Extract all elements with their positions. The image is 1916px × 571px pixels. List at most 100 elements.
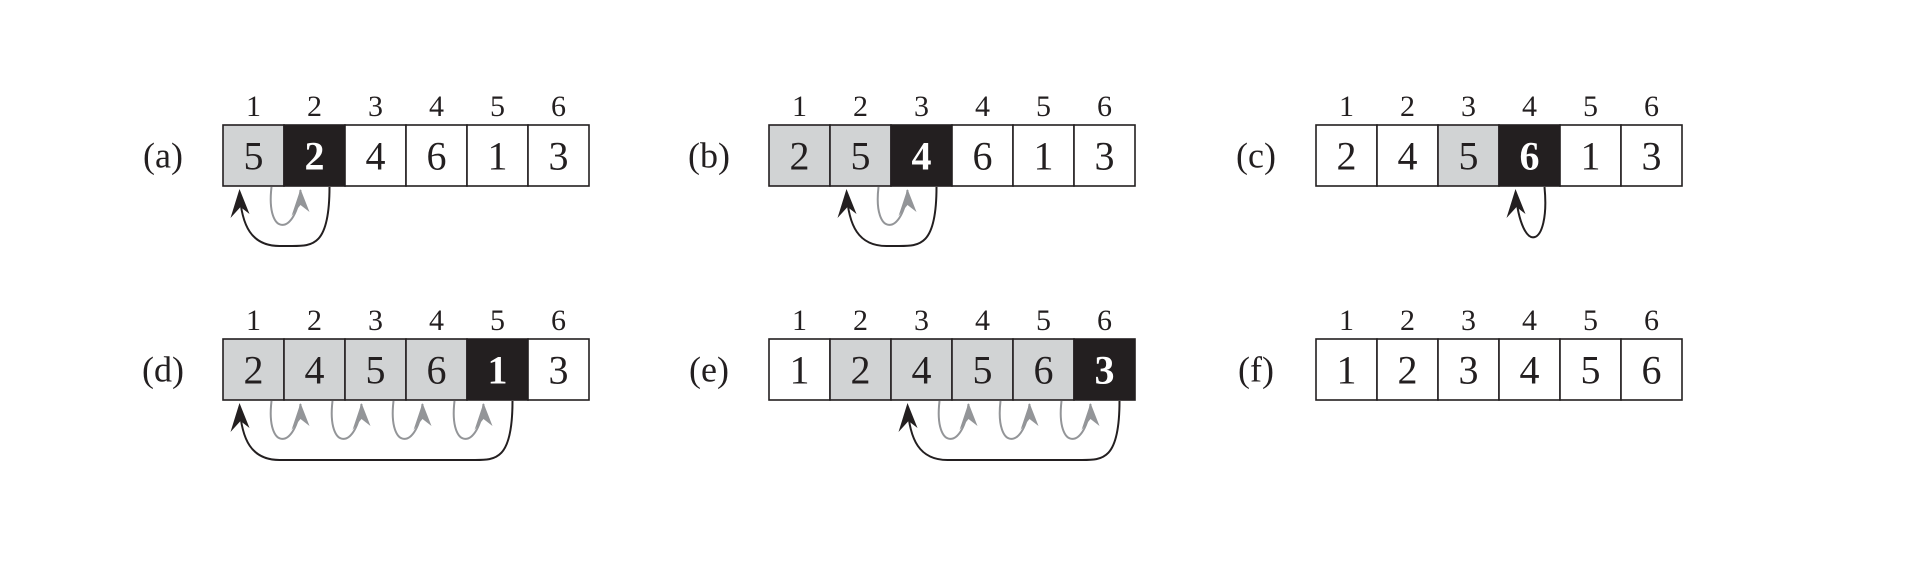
index-label: 4 xyxy=(975,90,990,123)
shift-arrowhead xyxy=(898,189,917,216)
cell-value: 5 xyxy=(973,348,993,393)
index-label: 3 xyxy=(368,90,383,123)
cell-value: 1 xyxy=(488,348,508,393)
index-label: 4 xyxy=(429,90,444,123)
array-cell xyxy=(527,338,590,401)
array-cell xyxy=(344,124,407,187)
index-label: 6 xyxy=(551,90,566,123)
cell-value: 6 xyxy=(1520,134,1540,179)
index-label: 2 xyxy=(1400,304,1415,337)
panel-label: (d) xyxy=(142,350,184,390)
cell-value: 4 xyxy=(912,348,932,393)
cell-value: 2 xyxy=(244,348,264,393)
cell-value: 1 xyxy=(1337,348,1357,393)
shift-arrowhead xyxy=(352,403,371,430)
key-arrowhead xyxy=(230,403,250,432)
cell-value: 5 xyxy=(1459,134,1479,179)
index-label: 6 xyxy=(1097,304,1112,337)
cell-value: 1 xyxy=(488,134,508,179)
sorted-cell xyxy=(1012,338,1075,401)
key-arrowhead xyxy=(1506,189,1526,218)
panel-label: (f) xyxy=(1238,350,1274,390)
cell-value: 6 xyxy=(1034,348,1054,393)
cell-value: 6 xyxy=(973,134,993,179)
array-cell xyxy=(527,124,590,187)
key-arrow xyxy=(845,186,938,248)
index-label: 6 xyxy=(1644,90,1659,123)
sorted-cell xyxy=(344,338,407,401)
index-label: 1 xyxy=(792,304,807,337)
array-cell xyxy=(951,124,1014,187)
index-label: 2 xyxy=(307,304,322,337)
cell-value: 2 xyxy=(1337,134,1357,179)
cell-value: 3 xyxy=(1459,348,1479,393)
sorted-cell xyxy=(829,338,892,401)
sorted-cell xyxy=(1437,124,1500,187)
array-cell xyxy=(1376,124,1439,187)
key-arrowhead xyxy=(230,189,250,218)
cell-value: 6 xyxy=(427,348,447,393)
sorted-cell xyxy=(405,338,468,401)
index-label: 2 xyxy=(1400,90,1415,123)
cell-value: 3 xyxy=(549,134,569,179)
cell-value: 3 xyxy=(1642,134,1662,179)
shift-arrowhead xyxy=(474,403,493,430)
panel-label: (b) xyxy=(688,136,730,176)
index-label: 1 xyxy=(1339,90,1354,123)
sorted-cell xyxy=(283,338,346,401)
index-label: 3 xyxy=(368,304,383,337)
panel-label: (a) xyxy=(143,136,183,176)
index-label: 6 xyxy=(1644,304,1659,337)
cell-value: 4 xyxy=(1520,348,1540,393)
array-cell xyxy=(1620,124,1683,187)
cell-value: 4 xyxy=(305,348,325,393)
index-label: 5 xyxy=(1036,304,1051,337)
array-cell xyxy=(1437,338,1500,401)
key-arrowhead xyxy=(898,403,918,432)
key-arrow xyxy=(906,400,1121,462)
cell-value: 5 xyxy=(851,134,871,179)
index-label: 2 xyxy=(853,304,868,337)
cell-value: 3 xyxy=(1095,348,1115,393)
cell-value: 3 xyxy=(549,348,569,393)
index-label: 3 xyxy=(1461,90,1476,123)
index-label: 3 xyxy=(1461,304,1476,337)
array-cell xyxy=(1012,124,1075,187)
cell-value: 4 xyxy=(912,134,932,179)
key-arrow xyxy=(1514,186,1547,239)
cell-value: 1 xyxy=(790,348,810,393)
index-label: 3 xyxy=(914,90,929,123)
sorted-cell xyxy=(951,338,1014,401)
index-label: 6 xyxy=(1097,90,1112,123)
cell-value: 1 xyxy=(1034,134,1054,179)
key-arrowhead xyxy=(837,189,857,218)
shift-arrowhead xyxy=(291,189,310,216)
key-cell xyxy=(466,338,529,401)
index-label: 1 xyxy=(1339,304,1354,337)
cell-value: 5 xyxy=(244,134,264,179)
cell-value: 4 xyxy=(1398,134,1418,179)
index-label: 1 xyxy=(246,304,261,337)
panel-label: (e) xyxy=(689,350,729,390)
index-label: 6 xyxy=(551,304,566,337)
cell-value: 2 xyxy=(305,134,325,179)
array-cell xyxy=(466,124,529,187)
cell-value: 6 xyxy=(1642,348,1662,393)
array-cell xyxy=(1559,338,1622,401)
index-label: 5 xyxy=(1583,304,1598,337)
cell-value: 5 xyxy=(366,348,386,393)
index-label: 2 xyxy=(853,90,868,123)
shift-arrowhead xyxy=(1081,403,1100,430)
index-label: 5 xyxy=(490,304,505,337)
array-cell xyxy=(1559,124,1622,187)
index-label: 5 xyxy=(1036,90,1051,123)
cell-value: 4 xyxy=(366,134,386,179)
sorted-cell xyxy=(890,338,953,401)
cell-value: 2 xyxy=(790,134,810,179)
